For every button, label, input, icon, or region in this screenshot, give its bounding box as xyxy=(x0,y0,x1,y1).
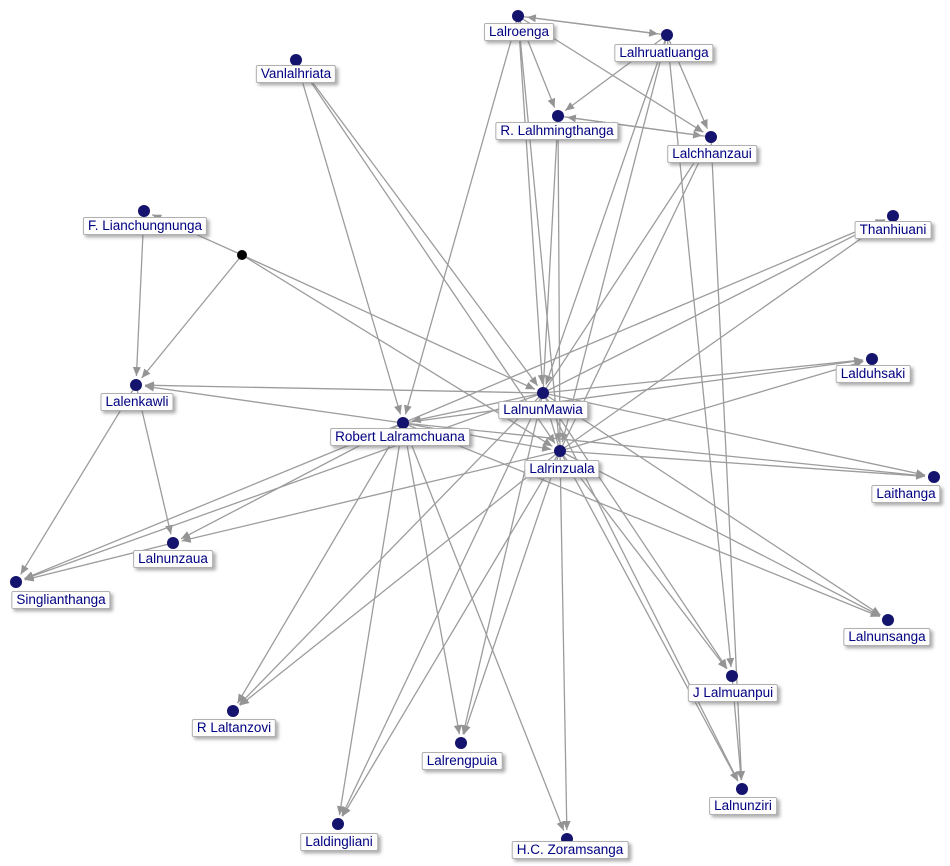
node-label-vanlalhriata[interactable]: Vanlalhriata xyxy=(255,65,337,83)
node-label-rlaltanzovi[interactable]: R Laltanzovi xyxy=(191,719,277,737)
edge-robert-to-lalrinzuala xyxy=(402,422,552,452)
node-laldingliani[interactable] xyxy=(332,818,344,830)
edge-lalhruatluanga-to-lalnunmawia xyxy=(545,34,668,385)
edge-vanlalhriata-to-lalnunmawia xyxy=(295,59,539,387)
edge-robert-to-rlaltanzovi xyxy=(237,422,404,704)
node-singlianthanga[interactable] xyxy=(10,576,22,588)
node-unlabeled[interactable] xyxy=(237,250,247,260)
node-lalduhsaki[interactable] xyxy=(866,353,878,365)
edge-lalnunmawia-to-lalrengpuia xyxy=(461,392,544,735)
edge-unlabeled-to-lalnunmawia xyxy=(241,254,536,390)
node-lalrengpuia[interactable] xyxy=(455,737,467,749)
node-vanlalhriata[interactable] xyxy=(290,54,302,66)
node-label-lalduhsaki[interactable]: Lalduhsaki xyxy=(835,365,911,383)
node-label-thanhiuani[interactable]: Thanhiuani xyxy=(854,221,932,239)
node-label-lalnunsanga[interactable]: Lalnunsanga xyxy=(843,628,931,646)
node-jlalmuanpui[interactable] xyxy=(726,670,738,682)
nodes-group xyxy=(10,10,940,845)
node-label-rlalhmingthanga[interactable]: R. Lalhmingthanga xyxy=(495,122,619,140)
edge-lalrinzuala-to-lalnunsanga xyxy=(559,450,881,617)
node-label-robert[interactable]: Robert Lalramchuana xyxy=(330,428,470,446)
node-laithanga[interactable] xyxy=(928,471,940,483)
node-label-lalnunzaua[interactable]: Lalnunzaua xyxy=(133,550,213,568)
edge-lalnunmawia-to-singlianthanga xyxy=(24,392,544,580)
node-label-lalroenga[interactable]: Lalroenga xyxy=(483,23,555,41)
edge-lalnunmawia-to-lalchhanzaui xyxy=(542,144,707,394)
edge-lalnunmawia-to-rlaltanzovi xyxy=(238,392,544,706)
node-label-lalnunmawia[interactable]: LalnunMawia xyxy=(498,401,588,419)
node-label-singlianthanga[interactable]: Singlianthanga xyxy=(11,591,111,609)
node-lalnunzaua[interactable] xyxy=(167,537,179,549)
node-robert[interactable] xyxy=(397,417,409,429)
node-label-flianchungnunga[interactable]: F. Lianchungnunga xyxy=(82,217,208,235)
edge-lalnunmawia-to-jlalmuanpui xyxy=(542,392,728,669)
node-rlaltanzovi[interactable] xyxy=(227,705,239,717)
node-lalenkawli[interactable] xyxy=(130,379,142,391)
edge-lalroenga-to-lalrinzuala xyxy=(517,15,563,443)
edge-robert-to-thanhiuani xyxy=(402,218,885,424)
edge-lalnunmawia-to-lalnunsanga xyxy=(542,392,881,616)
node-lalnunmawia[interactable] xyxy=(537,387,549,399)
node-label-jlalmuanpui[interactable]: J Lalmuanpui xyxy=(687,684,779,702)
edge-lalnunmawia-to-laithanga xyxy=(542,392,926,478)
edge-vanlalhriata-to-lalrinzuala xyxy=(295,59,556,444)
edge-lalnunmawia-to-robert xyxy=(411,392,544,424)
node-thanhiuani[interactable] xyxy=(887,210,899,222)
edge-unlabeled-to-lalenkawli xyxy=(141,254,243,379)
edge-lalroenga-to-lalnunmawia xyxy=(517,15,546,385)
node-label-lalnunziri[interactable]: Lalnunziri xyxy=(709,797,777,815)
edge-lalrinzuala-to-laldingliani xyxy=(342,450,561,817)
node-label-lalrengpuia[interactable]: Lalrengpuia xyxy=(421,752,503,770)
edge-lalhruatluanga-to-jlalmuanpui xyxy=(666,34,735,668)
node-lalroenga[interactable] xyxy=(512,10,524,22)
edge-vanlalhriata-to-robert xyxy=(295,59,402,415)
edge-lalenkawli-to-singlianthanga xyxy=(20,384,137,575)
node-label-lalenkawli[interactable]: Lalenkawli xyxy=(100,393,174,411)
edge-lalrinzuala-to-laithanga xyxy=(559,450,926,480)
edge-lalnunmawia-to-lalduhsaki xyxy=(542,356,864,394)
edge-lalroenga-to-lalhruatluanga xyxy=(517,15,659,37)
node-lalnunsanga[interactable] xyxy=(882,614,894,626)
edge-lalnunmawia-to-laldingliani xyxy=(341,392,544,817)
node-label-laithanga[interactable]: Laithanga xyxy=(871,485,941,503)
edge-robert-to-laithanga xyxy=(402,422,926,480)
node-lalchhanzaui[interactable] xyxy=(705,131,717,143)
edge-robert-to-lalrengpuia xyxy=(402,422,462,735)
node-lalrinzuala[interactable] xyxy=(554,445,566,457)
node-label-lalchhanzaui[interactable]: Lalchhanzaui xyxy=(667,145,757,163)
edge-robert-to-laldingliani xyxy=(336,422,404,816)
edges-group xyxy=(20,14,926,831)
edge-lalrinzuala-to-jlalmuanpui xyxy=(559,450,728,670)
edge-lalnunmawia-to-rlalhmingthanga xyxy=(542,124,562,394)
edge-lalrinzuala-to-thanhiuani xyxy=(559,220,887,452)
node-lalnunziri[interactable] xyxy=(736,783,748,795)
node-flianchungnunga[interactable] xyxy=(138,205,150,217)
node-label-hczoramsanga[interactable]: H.C. Zoramsanga xyxy=(511,841,629,859)
edge-lalrinzuala-to-lalnunzaua xyxy=(181,450,561,543)
node-lalhruatluanga[interactable] xyxy=(661,29,673,41)
node-label-lalrinzuala[interactable]: Lalrinzuala xyxy=(524,460,600,478)
edge-lalroenga-to-robert xyxy=(404,15,519,415)
node-label-laldingliani[interactable]: Laldingliani xyxy=(300,833,378,851)
edge-lalrinzuala-to-lalnunziri xyxy=(559,450,739,782)
edge-robert-to-lalduhsaki xyxy=(402,357,864,424)
edge-robert-to-hczoramsanga xyxy=(402,422,565,831)
edge-lalrinzuala-to-rlaltanzovi xyxy=(239,450,561,706)
edge-flianchungnunga-to-lalenkawli xyxy=(132,210,145,377)
edge-robert-to-singlianthanga xyxy=(24,422,404,580)
edge-lalrinzuala-to-lalchhanzaui xyxy=(559,144,708,452)
edge-lalrinzuala-to-hczoramsanga xyxy=(559,450,571,831)
node-label-lalhruatluanga[interactable]: Lalhruatluanga xyxy=(614,44,714,62)
edge-robert-to-lalenkawli xyxy=(144,383,404,424)
node-rlalhmingthanga[interactable] xyxy=(552,110,564,122)
edge-lalnunmawia-to-thanhiuani xyxy=(542,219,886,394)
edge-lalrinzuala-to-lalduhsaki xyxy=(559,360,864,452)
edge-lalnunmawia-to-lalnunziri xyxy=(542,392,739,782)
edge-lalrinzuala-to-lalrengpuia xyxy=(462,450,561,735)
edge-lalchhanzaui-to-rlalhmingthanga xyxy=(566,114,712,138)
edge-lalnunzaua-to-singlianthanga xyxy=(24,542,174,582)
